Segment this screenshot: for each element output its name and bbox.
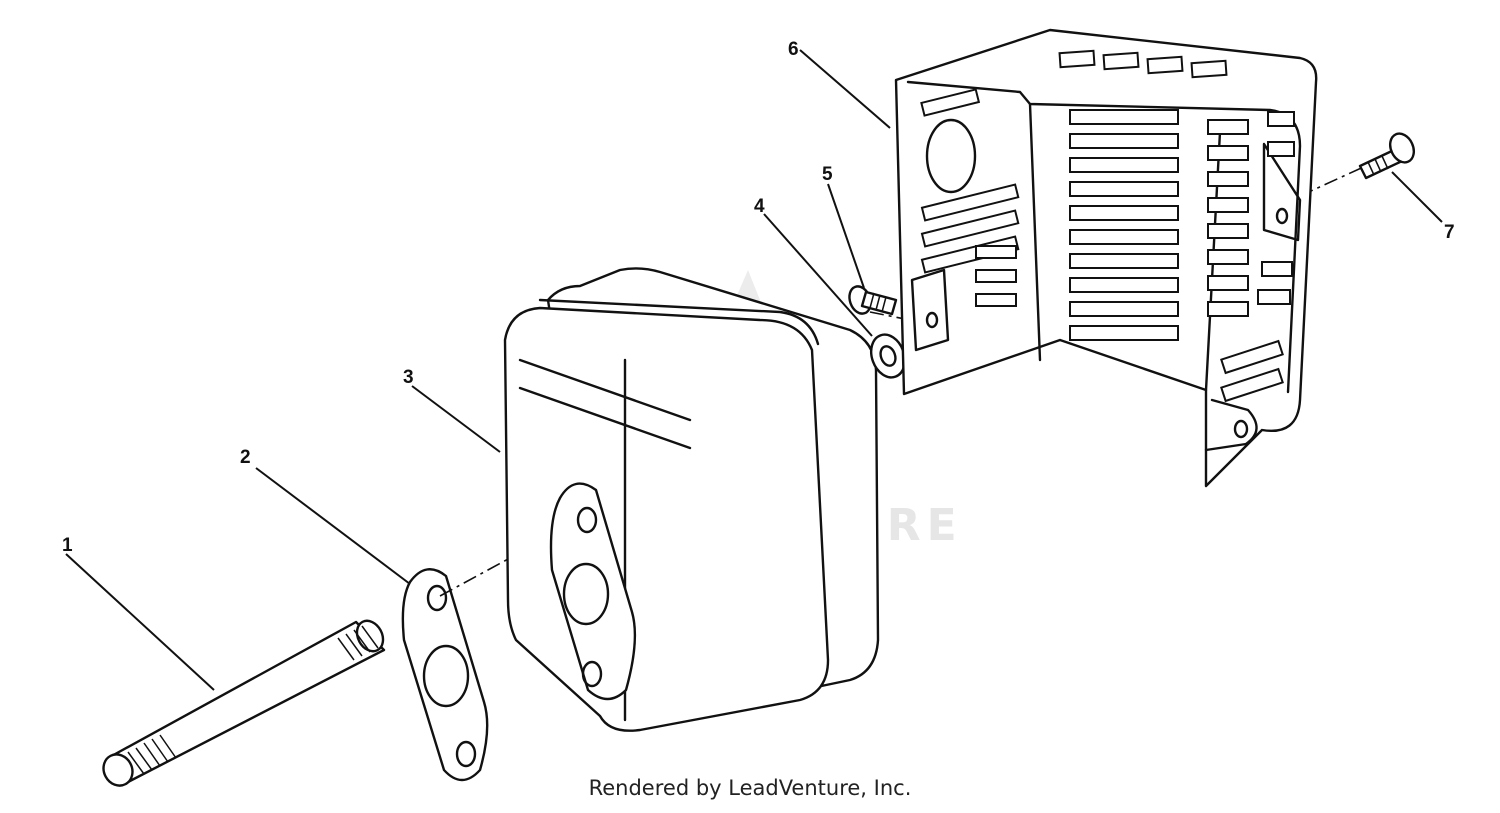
callout-5: 5 bbox=[822, 164, 833, 185]
callout-3: 3 bbox=[403, 367, 414, 388]
leader-lines bbox=[65, 49, 1443, 691]
callout-1: 1 bbox=[62, 535, 73, 556]
shield-top-slots bbox=[1058, 49, 1228, 79]
part-1-threaded-stud bbox=[102, 619, 386, 787]
part-3-muffler bbox=[503, 267, 880, 732]
part-7-bolt bbox=[1358, 132, 1416, 180]
part-6-heat-shield bbox=[894, 28, 1318, 488]
shield-left-slots bbox=[920, 88, 1020, 307]
part-2-gasket bbox=[401, 568, 489, 782]
callout-7: 7 bbox=[1444, 222, 1455, 243]
shield-right-slots bbox=[1207, 111, 1295, 403]
part-4-lock-washer bbox=[869, 333, 907, 379]
callout-6: 6 bbox=[788, 39, 799, 60]
shield-center-slots bbox=[1069, 109, 1179, 341]
callout-2: 2 bbox=[240, 447, 251, 468]
render-credit-footer: Rendered by LeadVenture, Inc. bbox=[588, 776, 912, 800]
part-5-screw bbox=[848, 285, 898, 316]
callout-4: 4 bbox=[754, 196, 765, 217]
